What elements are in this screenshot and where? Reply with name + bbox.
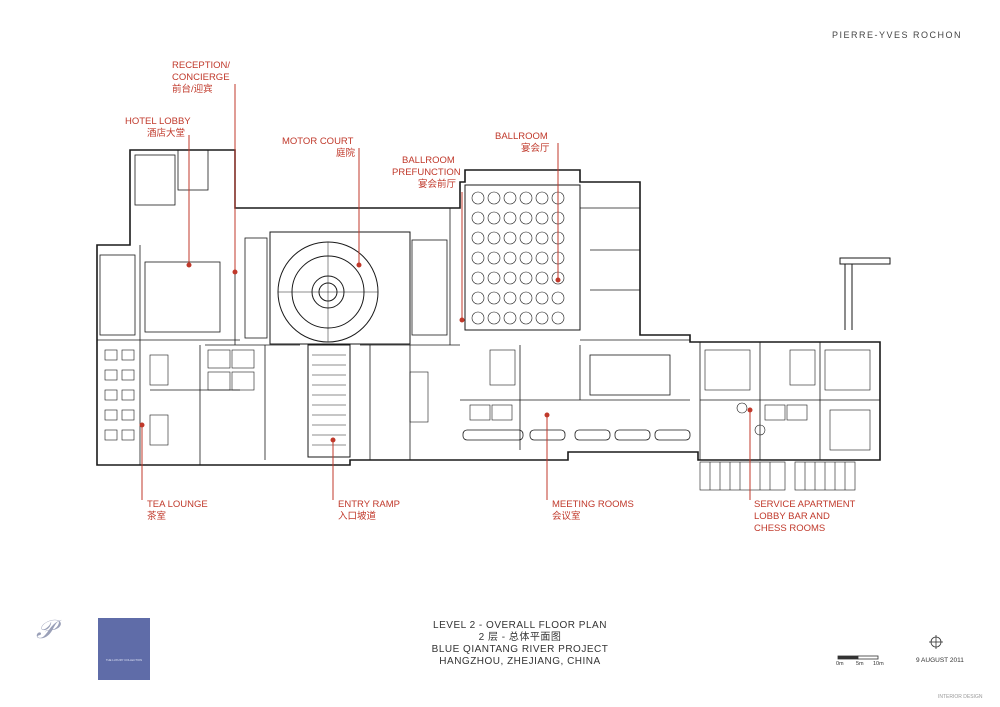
label-entry-ramp: ENTRY RAMP 入口坡道: [338, 499, 400, 522]
monogram-logo: 𝒫: [36, 615, 55, 645]
brand-name: PIERRE-YVES ROCHON: [831, 30, 962, 40]
label-hotel-lobby: HOTEL LOBBY 酒店大堂: [125, 116, 191, 139]
watermark: INTERIOR DESIGN: [938, 694, 983, 700]
title-line-2: 2 层 - 总体平面图: [478, 632, 562, 643]
label-reception: RECEPTION/ CONCIERGE 前台/迎宾: [172, 60, 231, 95]
north-arrow-icon: [929, 635, 943, 649]
hotel-brand-card: THE LUXURY COLLECTION: [98, 618, 150, 680]
label-motor-court: MOTOR COURT 庭院: [282, 136, 356, 159]
label-tea-lounge: TEA LOUNGE 茶室: [147, 499, 208, 522]
drawing-date: 9 AUGUST 2011: [916, 657, 964, 664]
label-meeting-rooms: MEETING ROOMS 会议室: [552, 499, 634, 522]
label-ballroom: BALLROOM 宴会厅: [495, 131, 550, 154]
scale-label-5: 5m: [856, 661, 864, 667]
title-line-4: HANGZHOU, ZHEJIANG, CHINA: [439, 656, 601, 667]
title-line-1: LEVEL 2 - OVERALL FLOOR PLAN: [433, 620, 607, 631]
scale-bar: [837, 655, 879, 660]
scale-label-10: 10m: [873, 661, 884, 667]
title-line-3: BLUE QIANTANG RIVER PROJECT: [431, 644, 609, 655]
label-ballroom-prefunction: BALLROOM PREFUNCTION 宴会前厅: [392, 155, 461, 190]
drawing-title-block: LEVEL 2 - OVERALL FLOOR PLAN 2 层 - 总体平面图…: [420, 620, 620, 668]
label-service-apartment: SERVICE APARTMENT LOBBY BAR AND CHESS RO…: [754, 499, 856, 534]
scale-label-0: 0m: [836, 661, 844, 667]
